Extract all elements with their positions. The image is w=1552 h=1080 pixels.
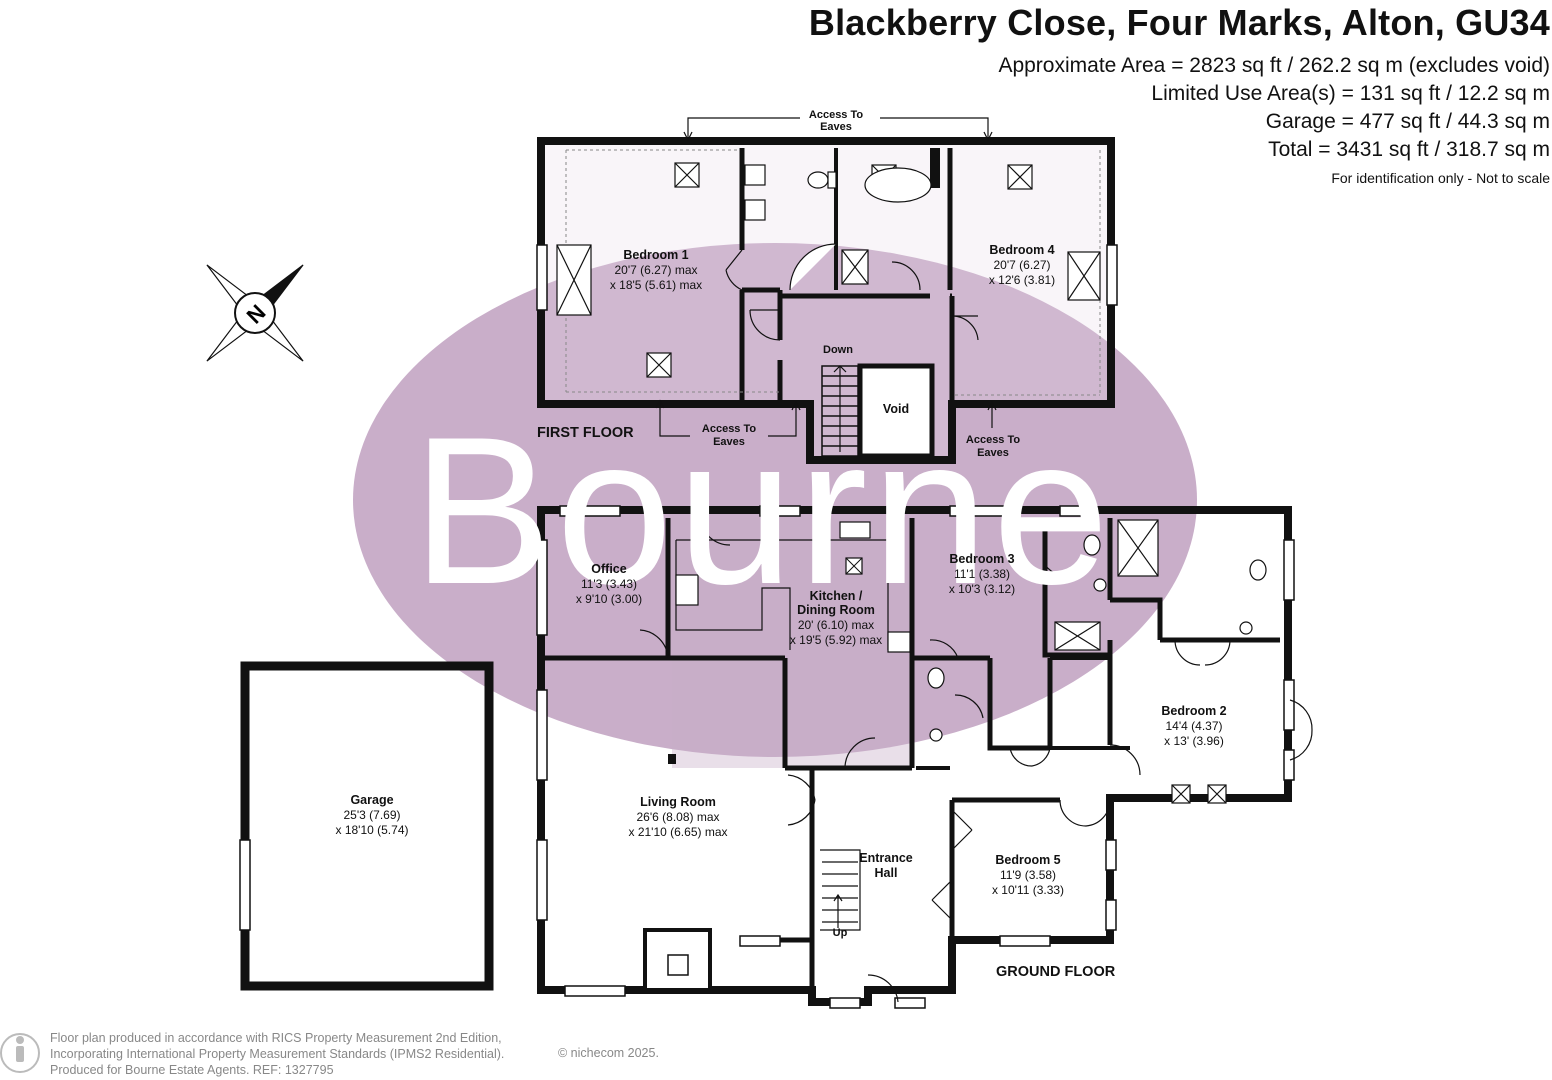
bedroom3-dim1: 11'1 (3.38) (954, 567, 1010, 581)
bedroom1-dim2: x 18'5 (5.61) max (610, 278, 702, 292)
first-floor-label: FIRST FLOOR (537, 425, 634, 441)
garage-plan (239, 661, 494, 991)
living-room-dim2: x 21'10 (6.65) max (628, 825, 727, 839)
bedroom5-dim2: x 10'11 (3.33) (992, 883, 1064, 897)
footer-notes: Floor plan produced in accordance with R… (50, 1030, 504, 1078)
office-dim2: x 9'10 (3.00) (576, 592, 642, 606)
office-dim1: 11'3 (3.43) (581, 577, 637, 591)
eaves-left-label-2: Eaves (713, 436, 745, 448)
eaves-arrows (655, 117, 997, 437)
address-title: Blackberry Close, Four Marks, Alton, GU3… (808, 2, 1550, 43)
ground-floor-label: GROUND FLOOR (996, 964, 1116, 980)
entrance-hall-name-1: Entrance (859, 851, 913, 865)
scale-note: For identification only - Not to scale (1331, 170, 1550, 186)
bathroom-fixtures (927, 519, 1267, 742)
kitchen-dim2: x 19'5 (5.92) max (790, 633, 882, 647)
garage-area: Garage = 477 sq ft / 44.3 sq m (1265, 110, 1550, 133)
footer-line-3: Produced for Bourne Estate Agents. REF: … (50, 1063, 334, 1077)
kitchen-name-1: Kitchen / (810, 589, 863, 603)
footer-line-2: Incorporating International Property Mea… (50, 1047, 505, 1061)
void-area (857, 363, 935, 459)
bedroom5-dim1: 11'9 (3.58) (1000, 868, 1056, 882)
bedroom2-dim2: x 13' (3.96) (1164, 734, 1224, 748)
bedroom3-dim2: x 10'3 (3.12) (949, 582, 1015, 596)
garage-dim1: 25'3 (7.69) (344, 808, 401, 822)
bedroom5-name: Bedroom 5 (995, 853, 1060, 867)
office-name: Office (591, 562, 626, 576)
garage-dim2: x 18'10 (5.74) (335, 823, 408, 837)
first-floor-plan (536, 117, 1118, 464)
kitchen-dim1: 20' (6.10) max (798, 618, 874, 632)
bedroom4-dim1: 20'7 (6.27) (994, 258, 1051, 272)
bedroom3-name: Bedroom 3 (949, 552, 1014, 566)
living-room-name: Living Room (640, 795, 716, 809)
kitchen-name-2: Dining Room (797, 603, 875, 617)
stairs-down (821, 365, 859, 457)
bedroom4-name: Bedroom 4 (989, 243, 1054, 257)
ground-floor-plan (536, 505, 1313, 1009)
skylights-first (556, 162, 1101, 378)
void-label: Void (883, 402, 909, 416)
up-label: Up (833, 927, 848, 939)
approximate-area: Approximate Area = 2823 sq ft / 262.2 sq… (998, 54, 1550, 77)
eaves-right-label-1: Access To (966, 434, 1020, 446)
limited-use-area: Limited Use Area(s) = 131 sq ft / 12.2 s… (1151, 82, 1550, 105)
bedroom4-dim2: x 12'6 (3.81) (989, 273, 1055, 287)
eaves-top-label-1: Access To (809, 109, 863, 121)
stairs-up (820, 849, 861, 931)
bedroom2-dim1: 14'4 (4.37) (1166, 719, 1223, 733)
bedroom1-dim1: 20'7 (6.27) max (615, 263, 698, 277)
bedroom2-name: Bedroom 2 (1161, 704, 1226, 718)
footer-line-1: Floor plan produced in accordance with R… (50, 1031, 502, 1045)
total-area: Total = 3431 sq ft / 318.7 sq m (1268, 138, 1550, 161)
entrance-hall-name-2: Hall (875, 866, 898, 880)
compass-icon (206, 264, 304, 362)
living-room-dim1: 26'6 (8.08) max (637, 810, 720, 824)
copyright: © nichecom 2025. (558, 1046, 659, 1060)
garage-name: Garage (350, 793, 393, 807)
bedroom1-name: Bedroom 1 (623, 248, 688, 262)
eaves-top-label-2: Eaves (820, 121, 852, 133)
watermark-text: Bourne (412, 393, 1113, 628)
down-label: Down (823, 344, 853, 356)
watermark-ellipse (353, 243, 1197, 757)
eaves-left-label-1: Access To (702, 423, 756, 435)
eaves-right-label-2: Eaves (977, 447, 1009, 459)
accessibility-person-icon (0, 1033, 40, 1073)
